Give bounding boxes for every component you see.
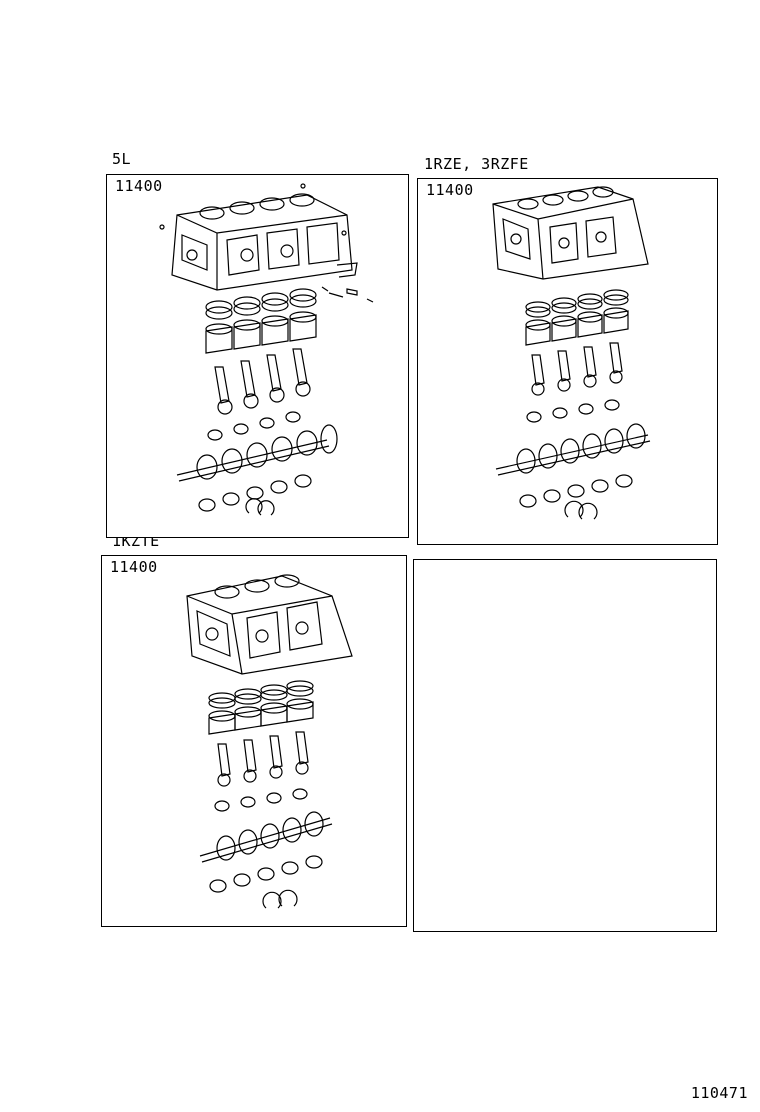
rod-bearings-drawing <box>208 412 300 440</box>
diagram-panel-1kzte: 11400 <box>101 555 407 927</box>
crankshaft-drawing <box>177 425 337 481</box>
pistons-drawing <box>206 312 316 353</box>
main-bearings-drawing <box>520 475 632 507</box>
cylinder-block-drawing <box>493 187 648 279</box>
connecting-rods-drawing <box>218 732 308 786</box>
pistons-drawing <box>209 699 313 734</box>
part-number-label: 11400 <box>110 558 158 576</box>
short-block-assembly-illustration <box>418 179 719 546</box>
rod-bearings-drawing <box>527 400 619 422</box>
main-bearings-drawing <box>210 856 322 892</box>
diagram-panel-1rze-3rzfe: 11400 <box>417 178 718 545</box>
cylinder-block-drawing <box>172 194 357 290</box>
engine-label-5l: 5L <box>112 150 132 168</box>
thrust-washers-drawing <box>246 499 274 515</box>
thrust-washers-drawing <box>565 501 597 519</box>
piston-rings-drawing <box>526 290 628 317</box>
part-number-label: 11400 <box>115 177 163 195</box>
crankshaft-drawing <box>496 424 650 475</box>
engine-label-1rze-3rzfe: 1RZE, 3RZFE <box>424 155 529 173</box>
diagram-panel-empty <box>413 559 717 932</box>
bolts-drawing <box>160 184 373 302</box>
diagram-panel-5l: 11400 <box>106 174 409 538</box>
rod-bearings-drawing <box>215 789 307 811</box>
connecting-rods-drawing <box>532 343 622 395</box>
thrust-washers-drawing <box>263 890 297 908</box>
piston-rings-drawing <box>206 289 316 319</box>
short-block-assembly-illustration <box>107 175 410 539</box>
short-block-assembly-illustration <box>102 556 408 928</box>
pistons-drawing <box>526 308 628 345</box>
part-number-label: 11400 <box>426 181 474 199</box>
crankshaft-drawing <box>200 812 332 862</box>
illustration-id: 110471 <box>690 1084 748 1102</box>
connecting-rods-drawing <box>215 349 310 414</box>
main-bearings-drawing <box>199 475 311 511</box>
cylinder-block-drawing <box>187 575 352 674</box>
piston-rings-drawing <box>209 681 313 708</box>
